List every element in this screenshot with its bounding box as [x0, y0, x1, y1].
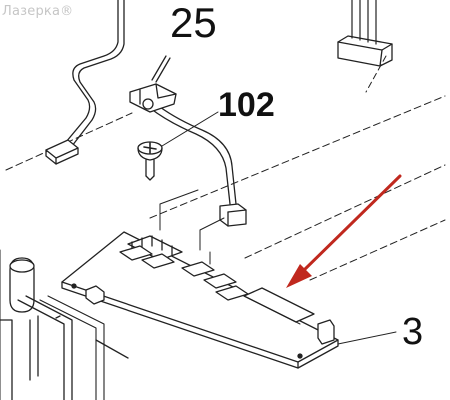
callout-screw-number: 102 [218, 86, 275, 124]
callout-cable-number: 25 [170, 0, 217, 46]
circuit-board [61, 231, 397, 369]
cable-clip [129, 55, 177, 113]
top-connector [337, 0, 393, 93]
red-arrow [286, 174, 402, 288]
machine-frame [0, 249, 129, 400]
cable-harness [45, 0, 247, 227]
callout-board-number: 3 [402, 311, 424, 353]
leader-lines [159, 189, 225, 265]
screw [137, 111, 219, 181]
watermark-logo: Лазерка® [2, 4, 74, 19]
